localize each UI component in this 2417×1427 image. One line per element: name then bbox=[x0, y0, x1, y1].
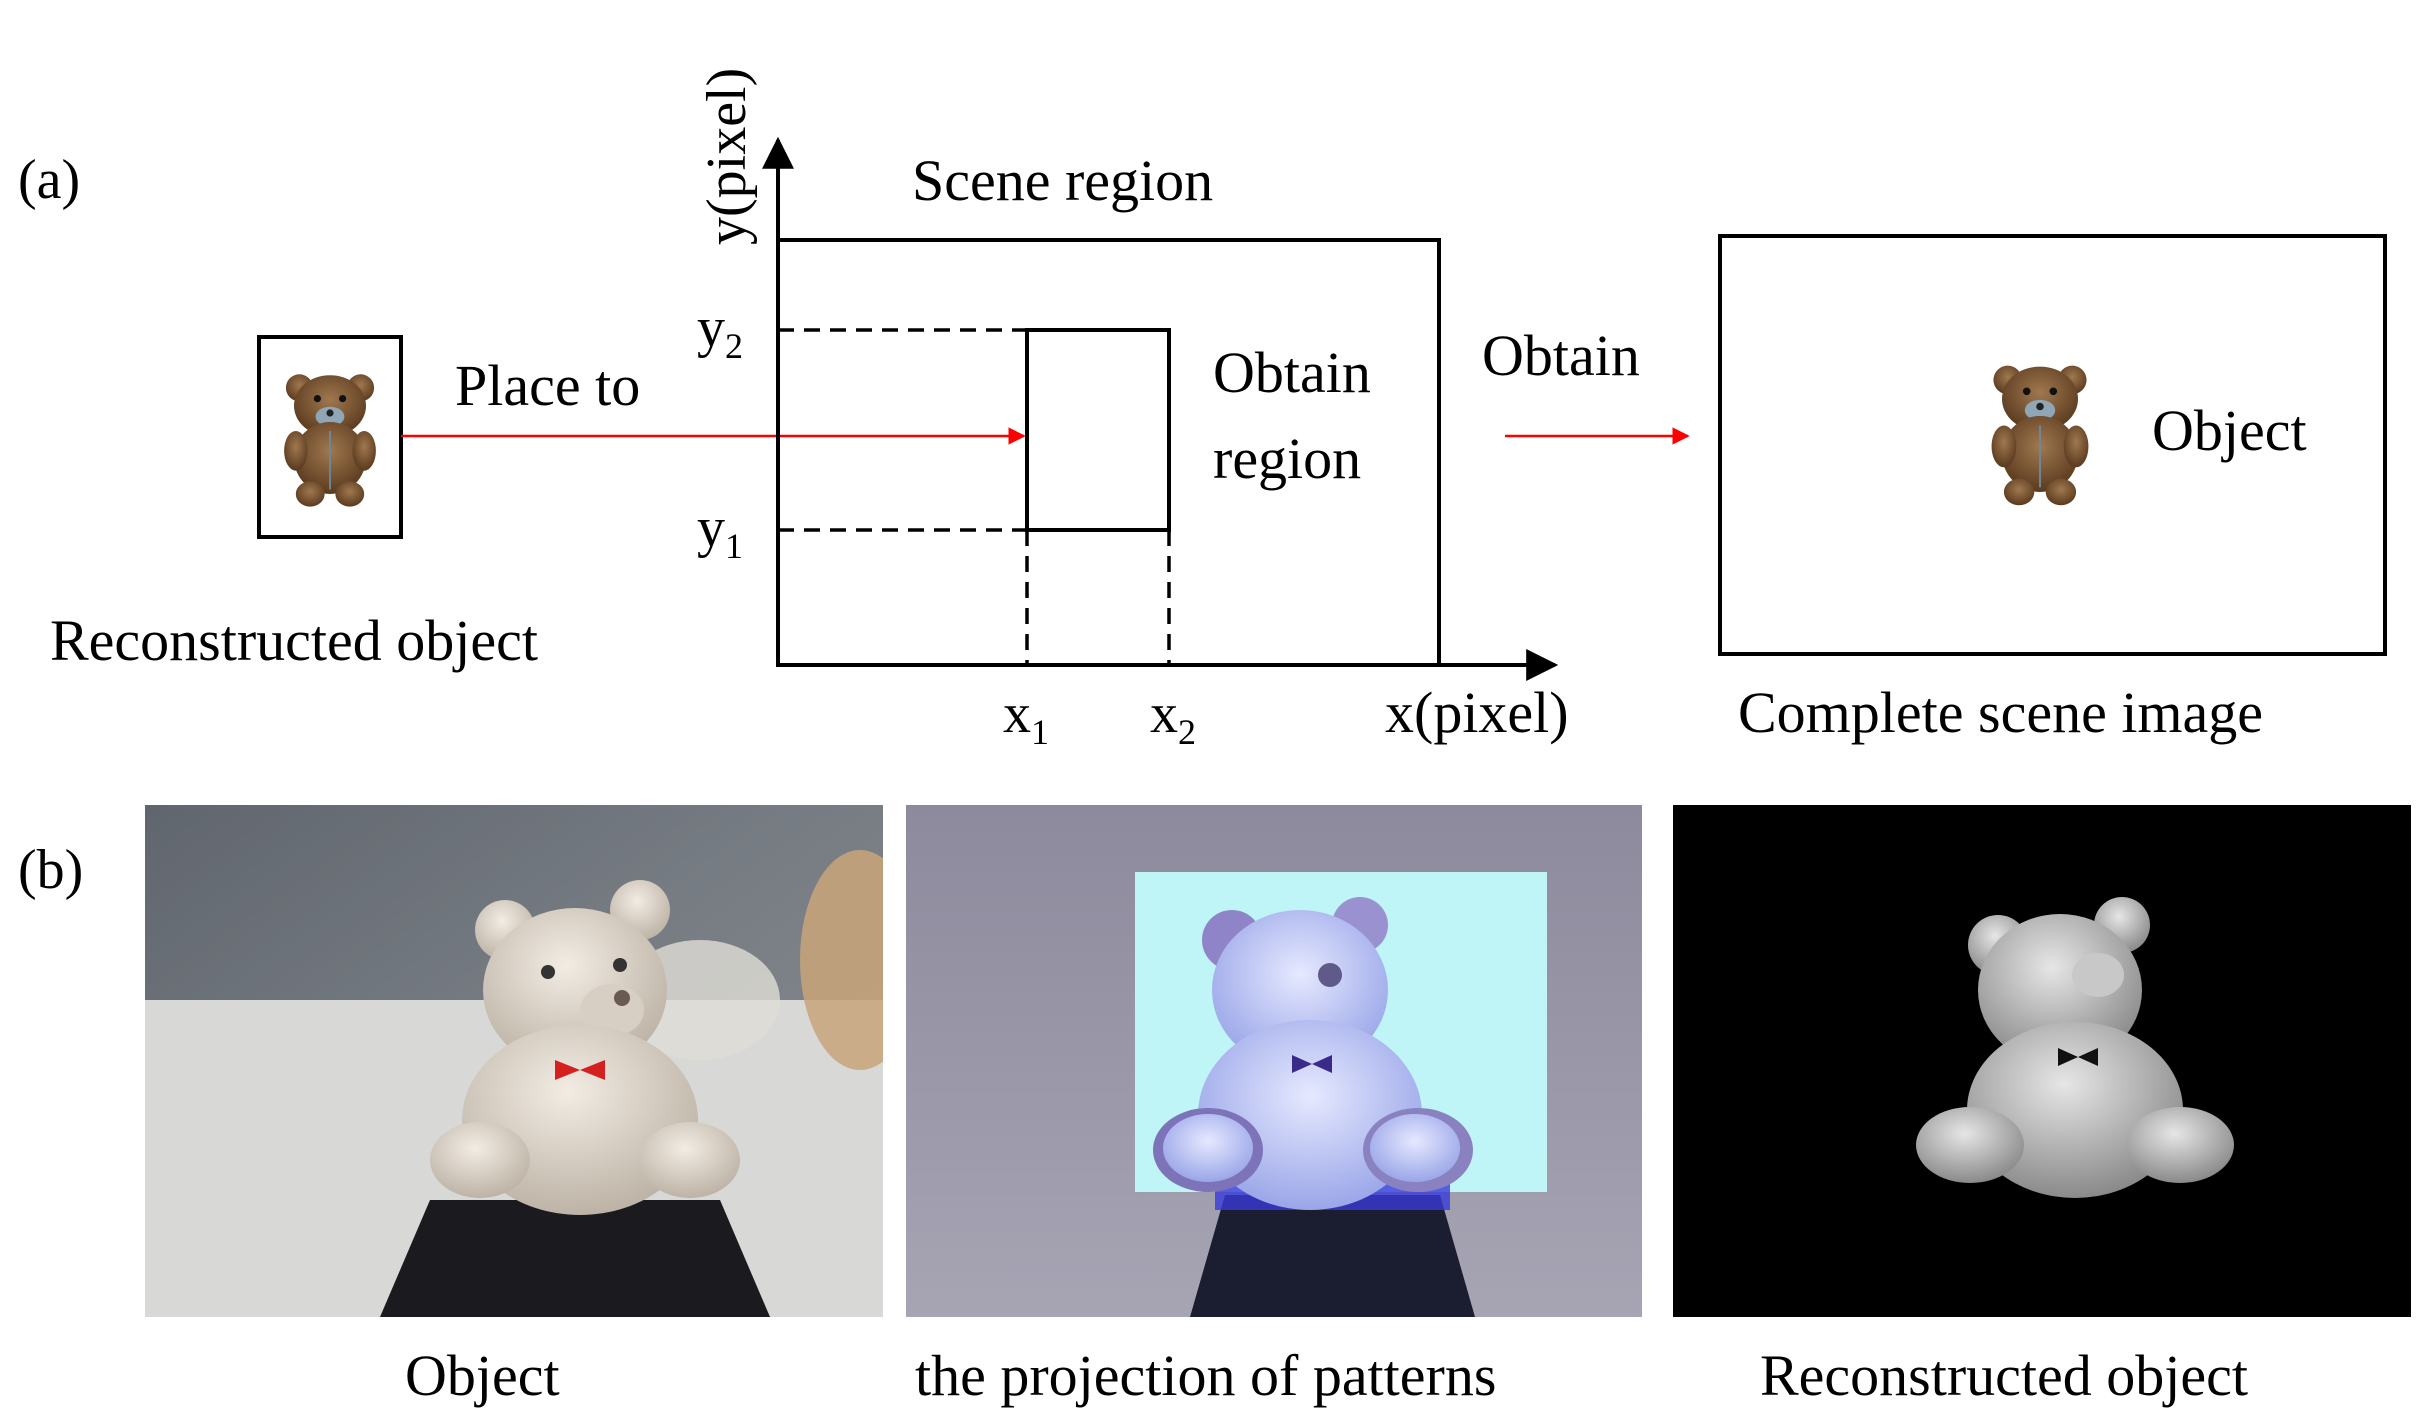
projection-photo bbox=[906, 805, 1642, 1317]
reconstructed-object-caption: Reconstructed object bbox=[50, 608, 538, 673]
object-photo bbox=[145, 805, 883, 1317]
object-label: Object bbox=[2152, 398, 2307, 463]
obtain-region-line1: Obtain bbox=[1213, 340, 1371, 405]
y1-label: y1 bbox=[697, 497, 743, 566]
panel-b-label: (b) bbox=[18, 839, 83, 901]
y-axis-label: y(pixel) bbox=[696, 68, 758, 245]
x-axis-label: x(pixel) bbox=[1385, 680, 1569, 745]
place-to-label: Place to bbox=[455, 353, 640, 418]
panel-a-label: (a) bbox=[18, 149, 80, 211]
scene-region-label: Scene region bbox=[912, 148, 1213, 213]
complete-scene-caption: Complete scene image bbox=[1738, 680, 2263, 745]
reconstructed-photo bbox=[1673, 805, 2411, 1317]
obtain-region-box bbox=[1025, 328, 1171, 532]
x1-label: x1 bbox=[1003, 683, 1049, 752]
object-photo-caption: Object bbox=[405, 1343, 560, 1408]
projection-photo-caption: the projection of patterns bbox=[915, 1343, 1496, 1408]
scene-region-box bbox=[776, 238, 1441, 667]
x2-label: x2 bbox=[1150, 683, 1196, 752]
obtain-label: Obtain bbox=[1482, 323, 1640, 388]
obtain-region-line2: region bbox=[1213, 426, 1361, 491]
reconstructed-photo-caption: Reconstructed object bbox=[1760, 1343, 2248, 1408]
y2-label: y2 bbox=[697, 297, 743, 366]
